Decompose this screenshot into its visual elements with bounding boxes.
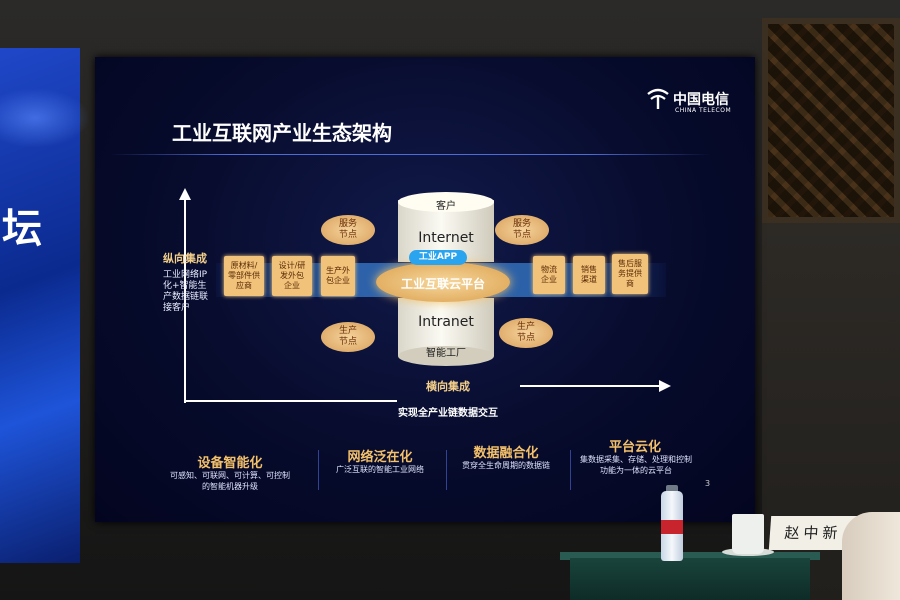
factory-cylinder-bottom — [398, 346, 494, 366]
sales-channel-box: 销售渠道 — [573, 256, 605, 294]
cloud-platform-label: 工业互联云平台 — [400, 277, 485, 291]
bubble-line: 节点 — [512, 230, 531, 240]
lattice-wall-panel — [762, 18, 900, 223]
box-line: 物流 — [541, 265, 557, 274]
customer-label: 客户 — [436, 201, 456, 212]
bubble-line: 节点 — [338, 337, 357, 347]
bubble-line: 节点 — [516, 333, 535, 343]
production-node-bubble: 生产节点 — [499, 318, 553, 348]
feature-separator — [446, 450, 447, 490]
box-line: 零部件供 — [228, 271, 260, 280]
desc-line: 广泛互联的智能工业网络 — [336, 465, 424, 474]
smart-factory-label: 智能工厂 — [426, 348, 466, 359]
box-line: 售后服 — [618, 259, 642, 268]
desc-line: 工业网络IP — [163, 270, 208, 280]
box-line: 销售 — [581, 265, 597, 274]
feature-title: 设备智能化 — [197, 456, 263, 471]
bottle-label — [661, 520, 683, 534]
customer-cylinder-top — [398, 192, 494, 212]
cloud-platform-disc — [376, 262, 510, 302]
desc-line: 功能为一体的云平台 — [600, 466, 672, 475]
feature-desc: 贯穿全生命周期的数据链 — [452, 460, 560, 471]
supplier-box: 原材料/零部件供应商 — [224, 256, 264, 296]
bubble-line: 节点 — [338, 230, 357, 240]
bottle-cap — [666, 485, 678, 494]
box-line: 企业 — [541, 275, 557, 284]
logo-chinese-text: 中国电信 — [673, 92, 729, 108]
screen-glow — [0, 88, 90, 148]
box-line: 应商 — [236, 281, 252, 290]
production-node-bubble: 生产节点 — [321, 322, 375, 352]
vertical-integration-desc: 工业网络IP 化+智能生 产数据链联 接客户 — [163, 270, 208, 314]
feature-desc: 可感知、可联网、可计算、可控制 的智能机器升级 — [160, 470, 300, 492]
china-telecom-logo: 中国电信 CHINA TELECOM — [645, 88, 731, 114]
feature-desc: 集数据采集、存储、处理和控制 功能为一体的云平台 — [572, 454, 700, 476]
desc-line: 化+智能生 — [163, 281, 207, 291]
chair — [842, 512, 900, 600]
box-line: 设计/研 — [278, 261, 306, 270]
bubble-line: 服务 — [338, 219, 357, 229]
box-line: 商 — [626, 279, 634, 288]
box-line: 包企业 — [326, 276, 350, 285]
logo-english-text: CHINA TELECOM — [675, 107, 732, 114]
after-sales-box: 售后服务提供商 — [612, 254, 648, 294]
vertical-integration-label: 纵向集成 — [163, 252, 207, 265]
desc-line: 接客户 — [163, 303, 191, 313]
box-line: 原材料/ — [230, 261, 258, 270]
service-node-bubble: 服务节点 — [495, 215, 549, 245]
box-line: 渠道 — [581, 275, 597, 284]
industrial-app-pill: 工业APP — [409, 250, 467, 265]
left-side-screen: 坛 — [0, 48, 90, 563]
service-node-bubble: 服务节点 — [321, 215, 375, 245]
production-outsourcing-box: 生产外包企业 — [321, 256, 355, 296]
desc-line: 集数据采集、存储、处理和控制 — [580, 455, 692, 464]
box-line: 企业 — [283, 281, 300, 290]
feature-separator — [570, 450, 571, 490]
desc-line: 可感知、可联网、可计算、可控制 — [170, 471, 290, 480]
logistics-box: 物流企业 — [533, 256, 565, 294]
feature-title: 网络泛在化 — [347, 450, 413, 465]
desc-line: 的智能机器升级 — [202, 482, 258, 491]
slide-page-number: 3 — [705, 479, 711, 488]
conference-table — [570, 558, 810, 600]
feature-title: 平台云化 — [608, 440, 661, 455]
title-divider — [110, 154, 710, 155]
bubble-line: 生产 — [338, 326, 357, 336]
design-outsourcing-box: 设计/研发外包企业 — [272, 256, 312, 296]
table-edge — [560, 552, 820, 560]
integration-axes — [179, 188, 671, 403]
box-line: 生产外 — [326, 266, 350, 275]
desc-line: 产数据链联 — [163, 292, 209, 302]
box-line: 发外包 — [279, 271, 304, 280]
box-line: 务提供 — [618, 269, 642, 278]
bubble-line: 服务 — [512, 219, 531, 229]
tea-cup — [732, 514, 764, 554]
slide-title: 工业互联网产业生态架构 — [172, 121, 392, 145]
desc-line: 贯穿全生命周期的数据链 — [462, 461, 550, 470]
feature-desc: 广泛互联的智能工业网络 — [326, 464, 434, 475]
feature-title: 数据融合化 — [473, 446, 539, 461]
internet-label: Internet — [418, 230, 474, 246]
telecom-logo-icon — [645, 88, 671, 110]
bubble-line: 生产 — [516, 322, 535, 332]
horizontal-integration-desc: 实现全产业链数据交互 — [398, 408, 498, 419]
intranet-label: Intranet — [418, 314, 474, 330]
left-screen-text: 坛 — [2, 206, 44, 252]
horizontal-integration-label: 横向集成 — [426, 380, 470, 393]
feature-separator — [318, 450, 319, 490]
